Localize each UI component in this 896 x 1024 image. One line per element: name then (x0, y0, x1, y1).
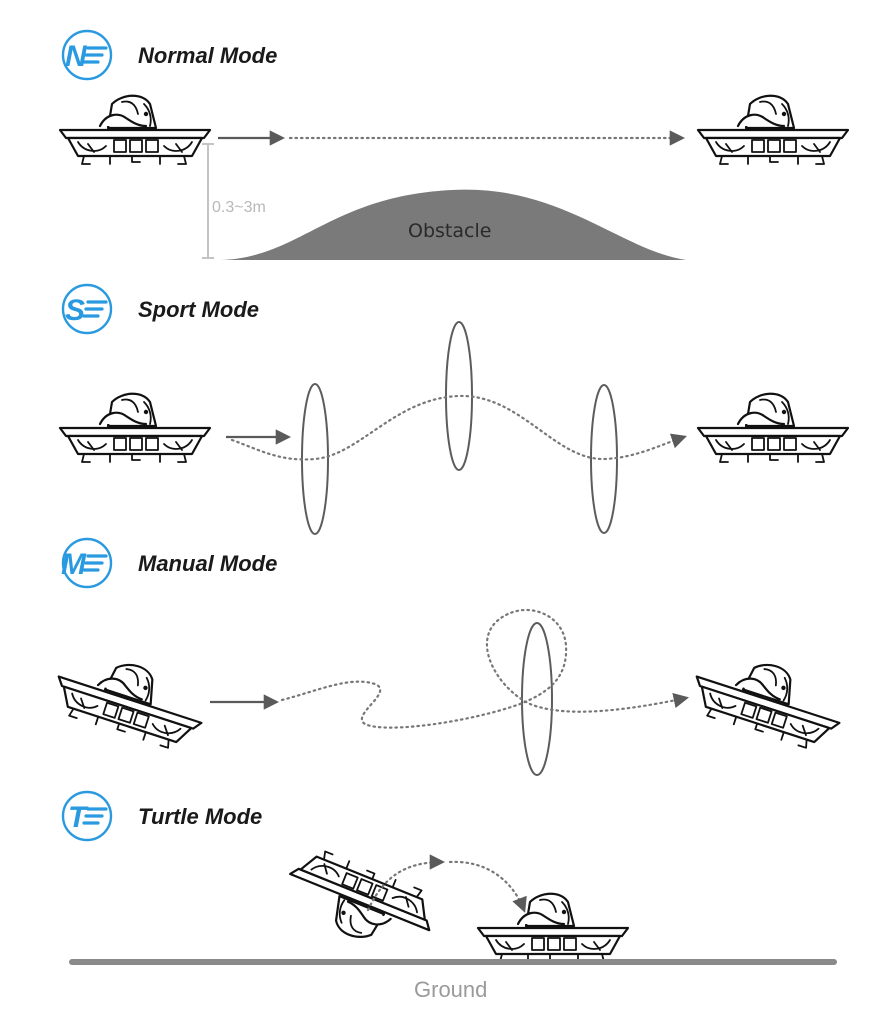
drone-end-icon (685, 642, 852, 757)
badge-letter: N (65, 40, 88, 73)
drone-upright-icon (476, 892, 630, 964)
drone-start-icon (58, 94, 212, 166)
speed-lines-icon (82, 554, 108, 572)
gate-ring (521, 622, 553, 776)
drone-start-icon (47, 642, 214, 757)
flipped-drone-icon (276, 841, 444, 964)
badge-letter: M (61, 548, 87, 581)
normal-mode-scene: 0.3~3m Obstacle (58, 94, 850, 260)
manual-mode-badge-icon: M (61, 537, 113, 589)
mode-title: Sport Mode (138, 297, 259, 322)
drone-start-icon (58, 392, 212, 464)
drone-end-icon (696, 392, 850, 464)
ground-label: Ground (414, 977, 487, 1002)
normal-mode-badge-icon: N (61, 29, 113, 81)
gate-ring (590, 384, 618, 534)
badge-letter: S (65, 294, 85, 327)
speed-lines-icon (82, 807, 108, 825)
mode-title: Normal Mode (138, 43, 277, 68)
speed-lines-icon (82, 46, 108, 64)
drone-end-icon (696, 94, 850, 166)
flip-path (448, 860, 527, 913)
mode-title: Turtle Mode (138, 804, 262, 829)
obstacle-hump (220, 189, 686, 260)
mode-title: Manual Mode (138, 551, 277, 576)
mode-header-sport: S Sport Mode (61, 283, 259, 335)
height-label: 0.3~3m (212, 199, 266, 216)
mode-header-manual: M Manual Mode (61, 537, 277, 589)
speed-lines-icon (82, 300, 108, 318)
flight-path (280, 608, 690, 729)
obstacle-label: Obstacle (408, 220, 491, 242)
manual-mode-scene (47, 608, 852, 776)
turtle-mode-badge-icon: T (61, 790, 113, 842)
mode-header-normal: N Normal Mode (61, 29, 277, 81)
flip-path (366, 854, 446, 912)
sport-mode-scene (58, 321, 850, 535)
sport-mode-badge-icon: S (61, 283, 113, 335)
badge-letter: T (68, 801, 89, 834)
height-bracket (202, 143, 214, 259)
mode-header-turtle: T Turtle Mode (61, 790, 262, 842)
turtle-mode-scene: Ground (69, 841, 837, 1002)
